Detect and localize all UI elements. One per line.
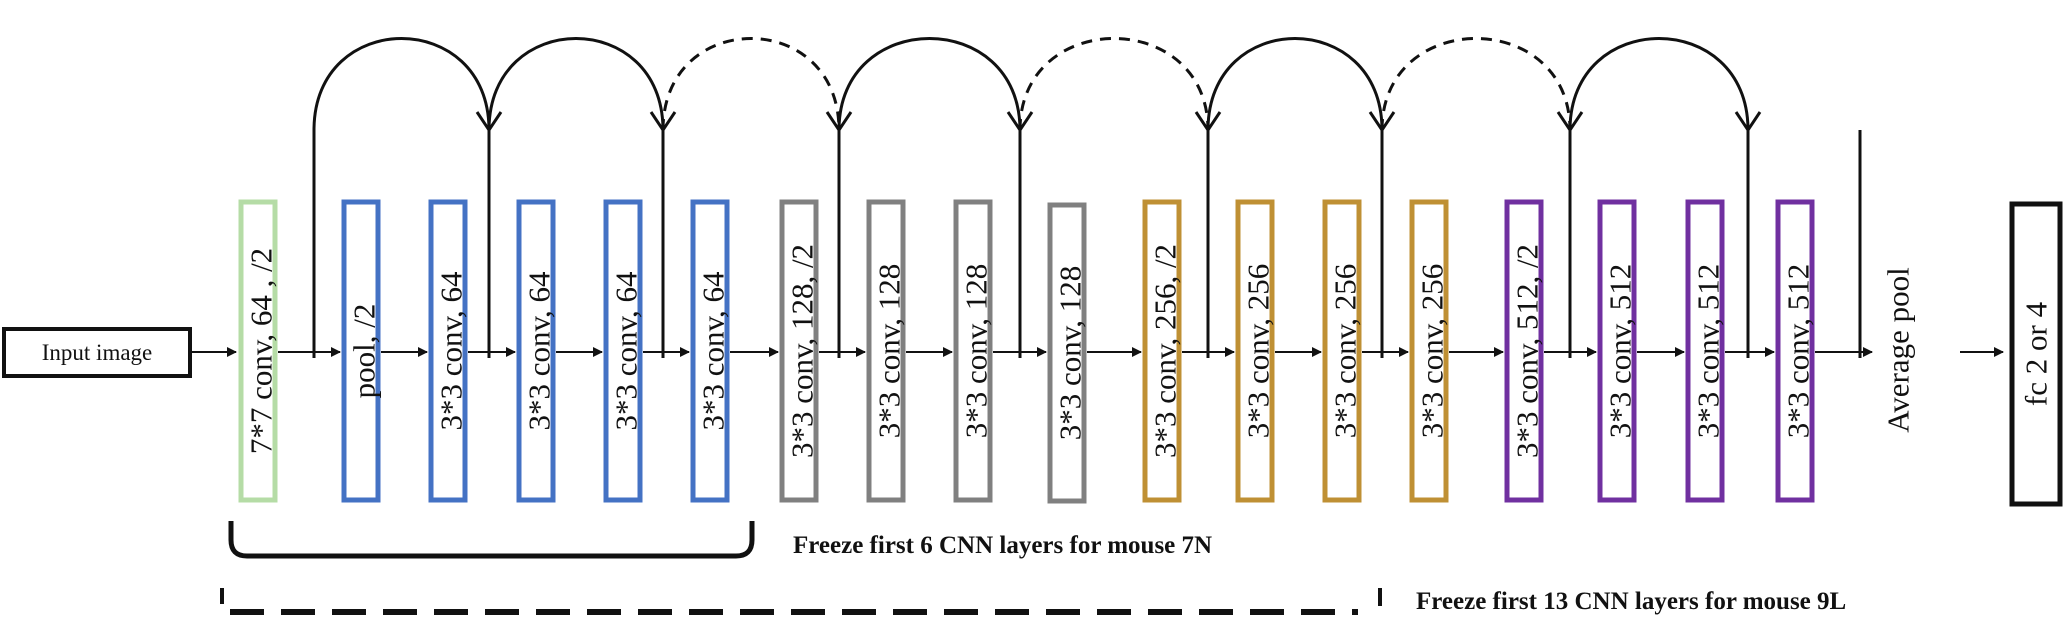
layer-16: 3*3 conv, 512 [1597,199,1638,503]
output-node: fc 2 or 4 [2009,201,2063,507]
layer-box [516,199,556,503]
average-pool-label: Average pool [1881,267,1916,433]
layer-box [779,199,819,503]
input-label: Input image [42,340,153,365]
layer-13: 3*3 conv, 256 [1322,199,1363,503]
skip-arc [661,37,841,358]
skip-arc [487,37,665,358]
layer-label: 3*3 conv, 128, /2 [785,244,820,458]
layer-15: 3*3 conv, 512, /2 [1504,199,1545,503]
layer-10: 3*3 conv, 128 [1047,202,1088,504]
layer-box [341,199,381,503]
freeze-note-6-text: Freeze first 6 CNN layers for mouse 7N [793,532,1212,559]
layer-box [1235,199,1275,503]
layer-8: 3*3 conv, 128 [866,199,907,503]
layer-label: 7*7 conv, 64 , /2 [244,248,279,454]
layer-label: pool, /2 [347,304,382,399]
output-label: fc 2 or 4 [2019,301,2054,406]
layer-18: 3*3 conv, 512 [1775,199,1816,503]
layer-box [1597,199,1637,503]
layer-box [1409,199,1449,503]
layer-9: 3*3 conv, 128 [953,199,994,503]
layer-6: 3*3 conv, 64 [690,199,731,503]
freeze-bracket-solid [228,521,755,559]
freeze-note-13-layers: Freeze first 13 CNN layers for mouse 9L [220,588,1846,615]
layer-box [1142,199,1182,503]
layer-box [1775,199,1815,503]
layer-box [953,199,993,503]
layer-label: 3*3 conv, 512 [1603,264,1638,439]
layer-label: 3*3 conv, 256 [1328,264,1363,439]
layer-label: 3*3 conv, 128 [1053,266,1088,441]
layer-box [866,199,906,503]
layer-label: 3*3 conv, 64 [696,271,731,430]
layer-box [1685,199,1725,503]
layer-17: 3*3 conv, 512 [1685,199,1726,503]
skip-arc [1206,37,1384,358]
layer-label: 3*3 conv, 64 [522,271,557,430]
layer-label: 3*3 conv, 256 [1241,264,1276,439]
layer-label: 3*3 conv, 64 [609,271,644,430]
layer-label: 3*3 conv, 256, /2 [1148,244,1183,458]
skip-connections [312,37,1862,358]
layer-box [1047,202,1087,504]
layer-2: pool, /2 [341,199,382,503]
layer-5: 3*3 conv, 64 [603,199,644,503]
layer-stack: 7*7 conv, 64 , /2 pool, /2 3*3 conv, 64 3*3… [238,199,1816,504]
layer-box [428,199,468,503]
layer-4: 3*3 conv, 64 [516,199,557,503]
input-node: Input image [2,327,192,378]
layer-14: 3*3 conv, 256 [1409,199,1450,503]
layer-label: 3*3 conv, 64 [434,271,469,430]
layer-box [1322,199,1362,503]
freeze-note-6-layers: Freeze first 6 CNN layers for mouse 7N [228,521,1212,559]
layer-box [238,199,278,503]
skip-arrowhead [1734,111,1762,133]
layer-11: 3*3 conv, 256, /2 [1142,199,1183,503]
layer-label: 3*3 conv, 512, /2 [1510,244,1545,458]
layer-label: 3*3 conv, 512 [1781,264,1816,439]
layer-3: 3*3 conv, 64 [428,199,469,503]
layer-label: 3*3 conv, 512 [1691,264,1726,439]
skip-arc [312,37,491,358]
layer-label: 3*3 conv, 128 [959,264,994,439]
freeze-note-13-text: Freeze first 13 CNN layers for mouse 9L [1416,588,1846,615]
output-box [2009,201,2063,507]
skip-connection-8 [1568,37,1762,358]
skip-arc [1568,37,1750,358]
layer-12: 3*3 conv, 256 [1235,199,1276,503]
skip-arc [837,37,1022,358]
layer-label: 3*3 conv, 128 [872,264,907,439]
layer-label: 3*3 conv, 256 [1415,264,1450,439]
layer-1: 7*7 conv, 64 , /2 [238,199,279,503]
layer-box [1504,199,1544,503]
skip-arc [1380,37,1572,358]
layer-7: 3*3 conv, 128, /2 [779,199,820,503]
skip-arc [1018,37,1210,358]
layer-box [603,199,643,503]
input-box [2,327,192,378]
layer-box [690,199,730,503]
